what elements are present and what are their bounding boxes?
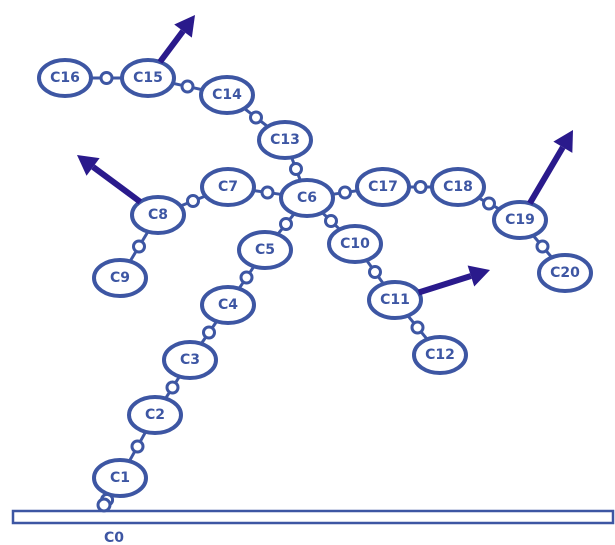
joint-c10-c11 [368,265,382,279]
force-arrow-shaft-c11 [417,273,472,296]
joint-c15-c16 [99,71,114,85]
force-arrow-shaft-c8 [91,164,143,205]
node-ellipse-c3 [162,340,218,380]
node-c13: C13 [257,120,313,160]
force-arrow-head-c15 [174,15,195,38]
joint-c0 [96,497,112,513]
node-ellipse-c14 [199,75,255,115]
node-c14: C14 [199,75,255,115]
node-ellipse-c20 [537,253,593,293]
node-c4: C4 [200,285,256,325]
node-label-c9: C9 [110,270,130,286]
node-c15: C15 [120,58,176,98]
node-label-c19: C19 [505,212,535,228]
node-ellipse-c15 [120,58,176,98]
node-label-c10: C10 [340,236,370,252]
joint-c3-c4 [202,325,216,340]
joint-c17-c18 [413,180,428,194]
node-ellipse-c4 [200,285,256,325]
joint-c13-c14 [249,110,263,125]
node-label-c13: C13 [270,132,300,148]
node-label-c20: C20 [550,265,580,281]
node-label-c7: C7 [218,179,238,195]
node-label-c11: C11 [380,292,410,308]
node-ellipse-c16 [37,58,93,98]
node-label-c16: C16 [50,70,80,86]
node-label-c8: C8 [148,207,168,223]
node-c7: C7 [200,167,256,207]
node-c10: C10 [327,224,383,264]
node-c11: C11 [367,280,423,320]
node-label-c12: C12 [425,347,455,363]
node-c16: C16 [37,58,93,98]
joint-c11-c12 [410,320,425,335]
node-ellipse-c1 [92,458,148,498]
force-arrow-head-c8 [77,155,100,176]
force-arrow-head-c11 [467,265,490,287]
force-arrow-head-c19 [553,130,573,153]
node-c3: C3 [162,340,218,380]
node-ellipse-c19 [492,200,548,240]
node-ellipse-c18 [430,167,486,207]
joint-c6-c7 [260,185,275,200]
node-ellipse-c12 [412,335,468,375]
node-c19: C19 [492,200,548,240]
node-ellipse-c2 [127,395,183,435]
node-ellipse-c8 [130,195,186,235]
node-c2: C2 [127,395,183,435]
links-layer [91,76,553,506]
node-ellipse-c6 [279,178,335,218]
force-arrow-shaft-c15 [157,29,186,64]
node-ellipse-c10 [327,224,383,264]
ground-bar [11,509,615,525]
joint-c1-c2 [130,439,145,454]
joint-c2-c3 [165,380,180,395]
arrows-layer [77,15,573,296]
joint-c19-c20 [535,239,550,254]
node-label-c2: C2 [145,407,165,423]
node-c18: C18 [430,167,486,207]
joint-c8-c9 [132,239,146,254]
joint-c6-c17 [338,185,352,200]
node-label-c4: C4 [218,297,238,313]
joint-c7-c8 [186,194,200,208]
node-label-c1: C1 [110,470,130,486]
node-ellipse-c11 [367,280,423,320]
node-label-c15: C15 [133,70,163,86]
node-label-c5: C5 [255,242,275,258]
node-ellipse-c13 [257,120,313,160]
node-c12: C12 [412,335,468,375]
joint-c18-c19 [482,196,496,211]
node-c1: C1 [92,458,148,498]
base-label-c0: C0 [104,530,124,545]
joint-c6-c13 [289,162,303,176]
joint-c14-c15 [180,79,195,94]
node-label-c3: C3 [180,352,200,368]
joints-layer [96,71,550,513]
node-ellipse-c7 [200,167,256,207]
node-label-c14: C14 [212,87,242,103]
joint-c6-c10 [324,214,338,228]
node-c9: C9 [92,258,148,298]
force-arrow-shaft-c19 [527,145,566,205]
node-c17: C17 [355,167,411,207]
node-c5: C5 [237,230,293,270]
node-c8: C8 [130,195,186,235]
node-ellipse-c9 [92,258,148,298]
node-c20: C20 [537,253,593,293]
node-c6: C6 [279,178,335,218]
node-ellipse-c17 [355,167,411,207]
node-label-c6: C6 [297,190,317,206]
node-label-c18: C18 [443,179,473,195]
joint-c5-c6 [279,217,293,231]
joint-c4-c5 [239,270,254,285]
node-label-c17: C17 [368,179,398,195]
node-ellipse-c5 [237,230,293,270]
